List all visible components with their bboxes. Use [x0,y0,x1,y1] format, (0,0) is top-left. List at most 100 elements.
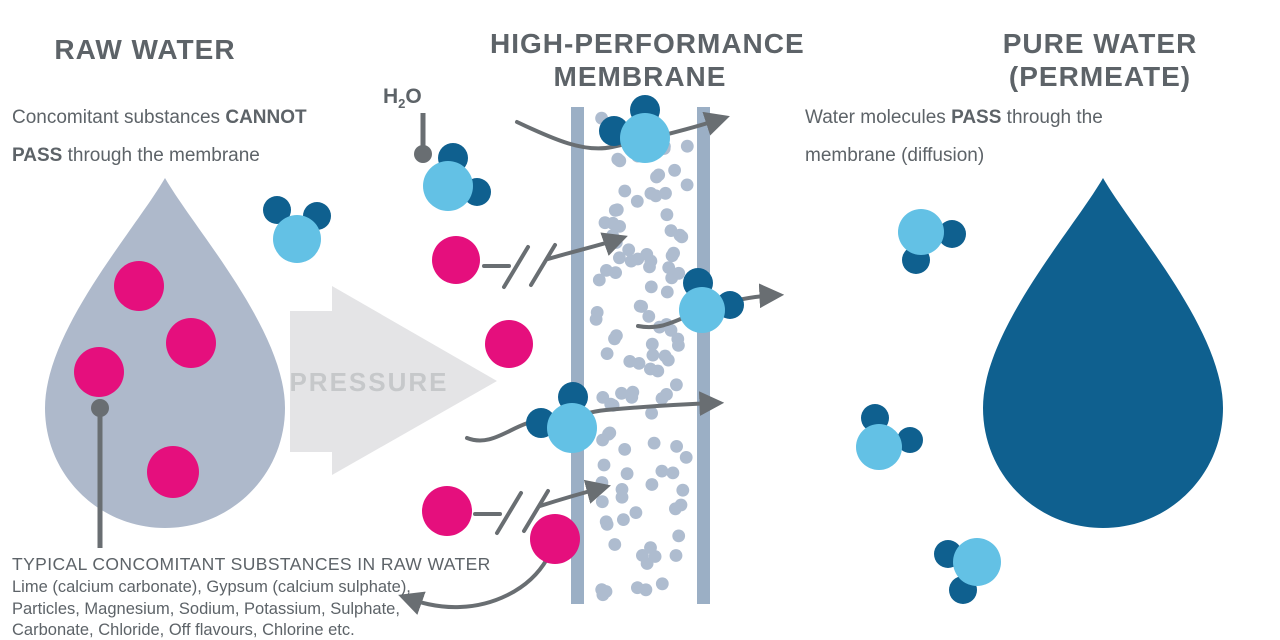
membrane-pore-dot [672,339,685,352]
water-molecule [934,538,1001,604]
membrane-pore-dot [645,478,659,491]
membrane-pore-dot [669,549,683,562]
membrane-pore-dot [662,261,676,274]
membrane-pore-dot [615,386,628,400]
membrane-pore-dot [595,495,609,509]
membrane-pore-dot [644,362,657,376]
membrane-pore-dot [644,280,658,294]
water-molecule [423,143,491,211]
membrane-pore-dot [645,406,658,420]
water-molecule [526,382,597,453]
pressure-arrow-icon [290,286,497,475]
hydrogen-atom [897,427,923,453]
membrane-title-line2: MEMBRANE [553,61,727,92]
oxygen-atom [898,209,944,255]
membrane-pore-dot [676,483,690,497]
membrane-pore-dot [664,323,678,337]
oxygen-atom [423,161,473,211]
membrane-pore-dot [597,458,611,472]
oxygen-atom [953,538,1001,586]
pure-water-title: PURE WATER (PERMEATE) [980,27,1220,93]
membrane-pore-dot [590,306,604,319]
water-molecule [679,268,744,333]
membrane-pore-dot [660,388,673,401]
break-slash-icon [522,489,550,533]
h2o-sub: 2 [398,96,406,112]
raw-water-note: Concomitant substances CANNOT PASS throu… [12,99,307,175]
note-bold: CANNOT [225,107,307,128]
membrane-pore-dot [642,310,656,323]
water-molecule [898,209,966,274]
pure-water-drop-icon [983,178,1223,528]
legend-substance-list: Lime (calcium carbonate), Gypsum (calciu… [12,577,411,640]
membrane-pore-dot [670,378,683,392]
substance-particles-free [422,236,580,564]
legend-pointer [91,399,109,548]
pressure-label: PRESSURE [289,367,449,397]
membrane-pore-dot [647,436,661,450]
membrane-pore-dot [666,466,680,480]
membrane-pore-dot [646,348,660,362]
h2o-label: H2O [383,85,422,111]
membrane-pore-dot [660,285,674,299]
membrane-pore-dot [599,515,613,529]
oxygen-atom [679,287,725,333]
note-text: through the [1001,107,1103,128]
water-molecule [263,196,331,263]
note-text: through the membrane [62,145,260,166]
membrane-pore-dot [592,273,606,287]
h2o-pointer [414,113,432,163]
hydrogen-atom [263,196,291,224]
membrane-title-line1: HIGH-PERFORMANCE [490,28,805,59]
legend-title: TYPICAL CONCOMITANT SUBSTANCES IN RAW WA… [12,554,491,574]
membrane-pore-dot [655,577,669,591]
pointer-dot [414,145,432,163]
membrane-pore-dot [669,502,682,516]
membrane-pores [589,111,694,602]
membrane-pore-dot [630,194,644,208]
substance-particle [147,446,199,498]
membrane-right-wall [697,107,710,604]
water-molecules [263,95,744,453]
membrane-pore-dot [679,451,693,464]
membrane-pore-dot [668,163,681,177]
membrane-pore-dot [613,154,627,168]
substance-particles-in-drop [74,261,216,498]
membrane-pore-dot [615,490,629,504]
water-molecules-permeate [856,209,1001,604]
membrane-pore-dot [632,357,646,370]
legend-line: Carbonate, Chloride, Off flavours, Chlor… [12,621,355,639]
break-slash-icon [529,243,557,287]
blocked-arrow-lower [473,479,611,535]
legend-line: Particles, Magnesium, Sodium, Potassium,… [12,599,400,618]
note-text: Concomitant substances [12,107,226,128]
substance-particle [74,347,124,397]
membrane-pore-dot [610,329,623,342]
pure-water-title-line1: PURE WATER [1002,28,1198,59]
membrane-pore-dot [640,248,654,261]
membrane-pore-dot [625,390,639,404]
note-bold: PASS [951,107,1002,128]
membrane-pore-dot [670,440,683,453]
h2o-o: O [405,85,422,108]
substance-particle [114,261,164,311]
membrane-pore-dot [617,513,630,526]
membrane-pore-dot [672,266,686,280]
membrane-pore-dot [635,300,648,313]
substance-particle [432,236,480,284]
membrane-pore-dot [620,467,634,481]
membrane-pore-dot [606,216,620,230]
substance-particle [422,486,472,536]
pointer-dot [91,399,109,417]
membrane-pore-dot [645,337,659,351]
substance-particle [530,514,580,564]
hydrogen-atom [938,220,966,248]
membrane-pore-dot [629,506,643,519]
membrane-left-wall [571,107,584,604]
membrane-pore-dot [600,347,614,360]
water-molecule [599,95,670,163]
raw-water-title: RAW WATER [54,34,236,65]
membrane-pore-dot [672,529,686,543]
